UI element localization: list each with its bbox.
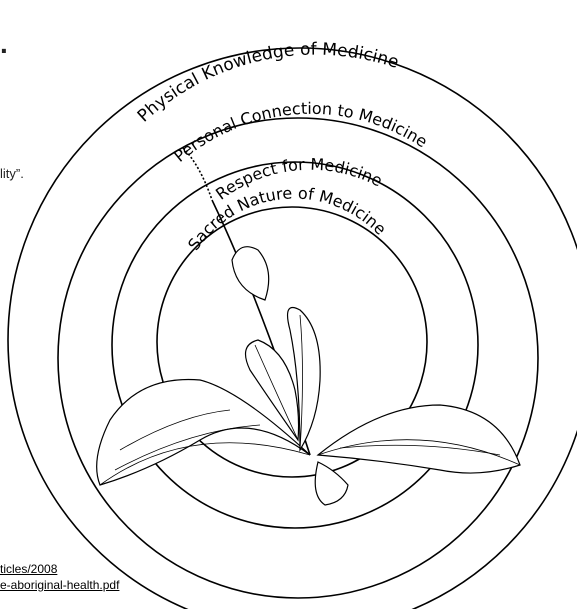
ring-label-sacred: Sacred Nature of Medicine xyxy=(184,183,390,253)
